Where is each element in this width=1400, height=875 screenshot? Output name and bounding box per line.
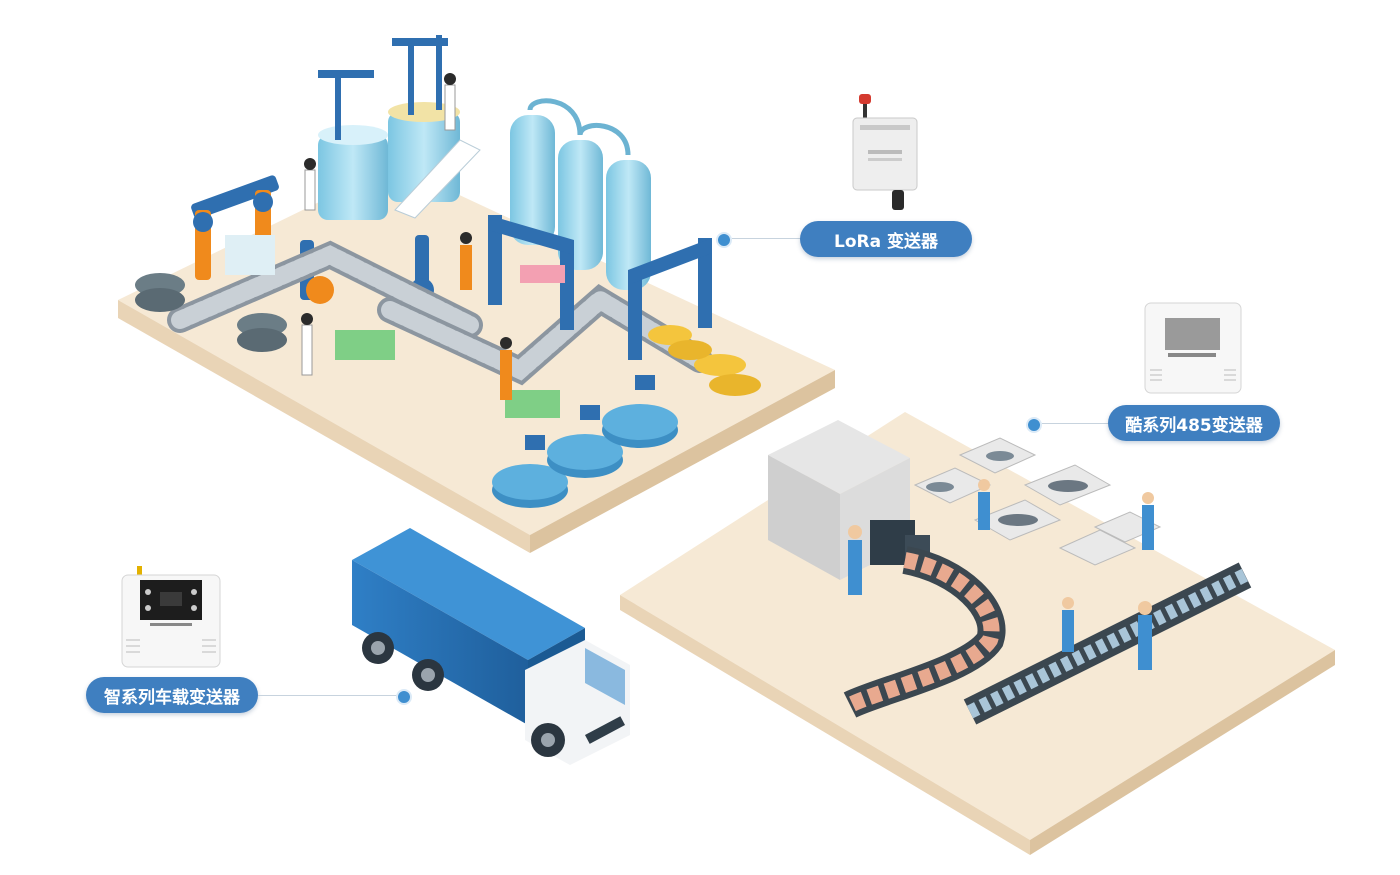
processing-machine [768,420,930,580]
vehicle-callout-dot [396,689,412,705]
vehicle-transmitter-label: 智系列车载变送器 [86,677,258,713]
vehicle-transmitter-icon [121,566,221,668]
ku485-transmitter-icon [1144,302,1242,394]
processing-conveyors [843,546,1252,725]
lora-callout-line [732,238,802,239]
lora-transmitter-label: LoRa 变送器 [800,221,972,257]
filling-stations [492,375,678,508]
vehicle-callout-line [258,695,398,696]
mixing-tanks [318,35,481,220]
storage-silos [510,98,651,290]
product-stacks [135,235,761,418]
ku485-transmitter-label: 酷系列485变送器 [1108,405,1280,441]
conveyor-belts [167,240,713,386]
processing-workers [848,479,1154,670]
lora-transmitter-icon [852,94,918,210]
gantry-frames [488,215,712,360]
ku485-callout-line [1042,423,1112,424]
factory-workers [301,73,512,400]
ku485-callout-dot [1026,417,1042,433]
truck-icon [352,528,630,765]
lora-callout-dot [716,232,732,248]
fish-tables [913,437,1162,566]
